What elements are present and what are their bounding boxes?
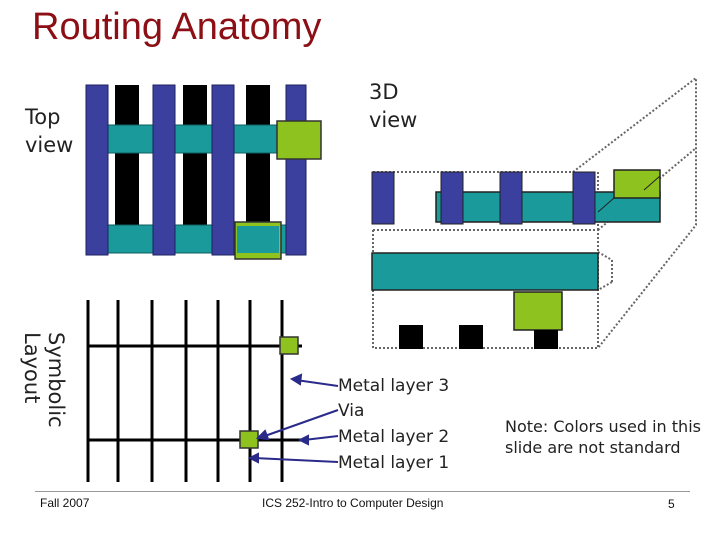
top-view: [85, 84, 322, 260]
arrow-metal3-head: [289, 373, 303, 386]
arrow-via: [261, 409, 339, 438]
footer-course: ICS 252-Intro to Computer Design: [262, 496, 444, 510]
legend-metal1: Metal layer 1: [338, 453, 450, 473]
3d-metal1-stub: [459, 325, 483, 349]
top-metal2-band: [107, 124, 303, 154]
top-metal3-bar: [211, 84, 235, 256]
3d-metal1-stub: [399, 325, 423, 349]
arrow-metal1: [253, 457, 339, 463]
arrow-metal2-head: [297, 434, 309, 446]
arrow-metal3: [295, 379, 339, 387]
legend-arrows: [247, 373, 339, 464]
3d-metal3-block: [371, 171, 395, 225]
page-number: 5: [668, 497, 675, 511]
top-view-label: Top view: [25, 105, 74, 157]
colors-note: Note: Colors used in this slide are not …: [505, 417, 701, 457]
top-metal3-bar: [285, 84, 307, 256]
arrow-via-head: [255, 429, 270, 441]
footer-date: Fall 2007: [40, 496, 90, 510]
symbolic-vias: [239, 336, 299, 449]
3d-metal3-block: [440, 171, 464, 225]
3d-metal3-block: [572, 171, 596, 225]
sym-via: [279, 336, 299, 355]
3d-via: [513, 291, 563, 331]
3d-via-edge: [597, 197, 615, 213]
top-metal3-bar: [152, 84, 176, 256]
3d-via-edge: [643, 175, 661, 191]
arrow-metal2: [303, 435, 339, 441]
legend-via: Via: [338, 401, 365, 421]
top-metal3-bar: [85, 84, 109, 256]
3d-metal2-slab: [371, 252, 599, 291]
3d-view-solids: [371, 169, 661, 349]
3d-wireframe: [597, 281, 613, 291]
3d-metal3-block: [499, 171, 523, 225]
top-metal2-band-overlay: [237, 226, 279, 253]
symbolic-layout: [86, 300, 302, 482]
arrow-metal1-head: [247, 452, 259, 464]
footer-divider: [35, 491, 690, 492]
slide-title: Routing Anatomy: [32, 6, 322, 48]
3d-via: [613, 169, 661, 199]
sym-via: [239, 430, 259, 449]
3d-view-label: 3D view: [369, 80, 418, 132]
legend-metal2: Metal layer 2: [338, 427, 450, 447]
legend-metal3: Metal layer 3: [338, 376, 450, 396]
3d-metal1-stub: [534, 330, 558, 349]
3d-wireframe: [597, 251, 613, 261]
top-via: [276, 120, 322, 160]
